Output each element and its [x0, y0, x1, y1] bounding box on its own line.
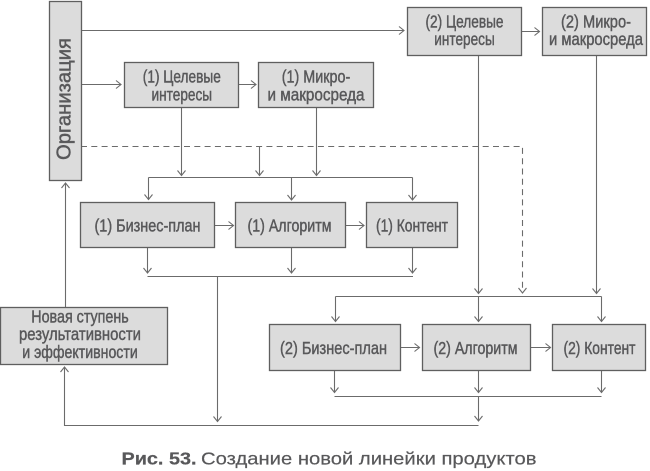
svg-text:интересы: интересы: [434, 29, 495, 49]
svg-text:(1) Микро-: (1) Микро-: [282, 67, 351, 87]
svg-text:Организация: Организация: [54, 38, 76, 160]
svg-text:Создание новой линейки продукт: Создание новой линейки продуктов: [201, 448, 537, 468]
svg-text:(1) Алгоритм: (1) Алгоритм: [248, 216, 332, 236]
svg-text:и эффективности: и эффективности: [22, 342, 138, 362]
svg-text:интересы: интересы: [152, 84, 213, 104]
svg-text:и макросреда: и макросреда: [268, 84, 365, 104]
svg-text:(2) Бизнес-план: (2) Бизнес-план: [280, 338, 387, 358]
svg-text:(1) Контент: (1) Контент: [376, 216, 448, 236]
svg-text:(2) Алгоритм: (2) Алгоритм: [434, 338, 518, 358]
svg-text:(2) Целевые: (2) Целевые: [426, 11, 504, 31]
svg-text:(1) Бизнес-план: (1) Бизнес-план: [95, 216, 201, 236]
svg-text:Рис. 53.: Рис. 53.: [122, 448, 197, 468]
svg-text:(2) Контент: (2) Контент: [564, 338, 636, 358]
svg-text:результативности: результативности: [19, 324, 141, 344]
svg-text:Новая ступень: Новая ступень: [31, 307, 129, 327]
svg-text:и макросреда: и макросреда: [549, 29, 643, 49]
svg-text:(1) Целевые: (1) Целевые: [143, 67, 221, 87]
svg-text:(2) Микро-: (2) Микро-: [561, 11, 631, 31]
